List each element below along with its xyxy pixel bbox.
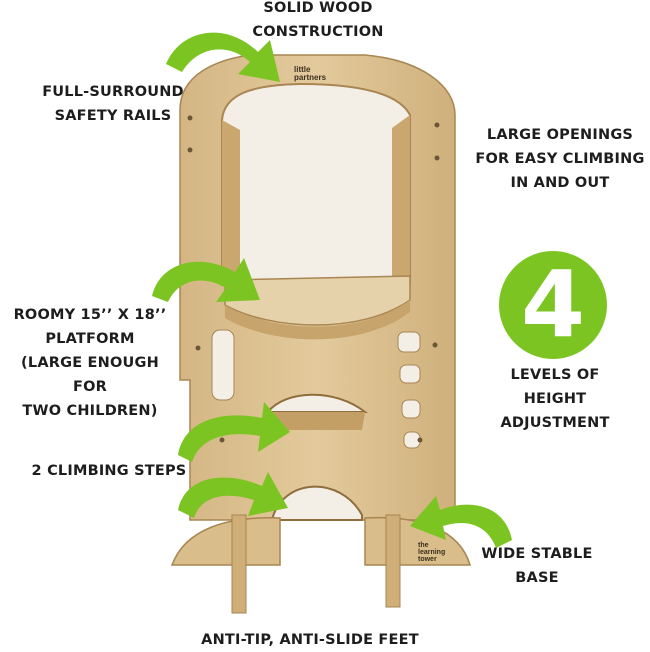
base-logo-line3: tower xyxy=(418,556,437,563)
callout-feet: ANTI-TIP, ANTI-SLIDE FEET xyxy=(201,632,419,648)
callout-platform: ROOMY 15’’ X 18’’ PLATFORM (LARGE ENOUGH… xyxy=(13,307,167,419)
tower-feet xyxy=(170,514,471,614)
top-logo: little partners xyxy=(294,66,326,82)
callout-levels: LEVELS OF HEIGHT ADJUSTMENT xyxy=(500,367,610,431)
tower-frame xyxy=(179,54,456,521)
top-logo-line1: little xyxy=(294,65,311,74)
base-logo-line2: learning xyxy=(418,549,446,556)
base-logo-line1: the xyxy=(418,542,429,549)
base-logo: the learning tower xyxy=(418,542,445,563)
callout-large-openings: LARGE OPENINGS FOR EASY CLIMBING IN AND … xyxy=(475,127,645,191)
curved-arrow-icon xyxy=(152,32,512,548)
number-badge-icon: 4 xyxy=(499,251,607,359)
callout-stable-base: WIDE STABLE BASE xyxy=(481,546,593,586)
top-logo-line2: partners xyxy=(294,73,327,82)
callout-climbing-steps: 2 CLIMBING STEPS xyxy=(31,463,187,479)
callout-safety-rails: FULL-SURROUND SAFETY RAILS xyxy=(42,84,184,124)
callout-solid-wood: SOLID WOOD CONSTRUCTION xyxy=(252,0,384,40)
badge-number: 4 xyxy=(520,251,585,358)
